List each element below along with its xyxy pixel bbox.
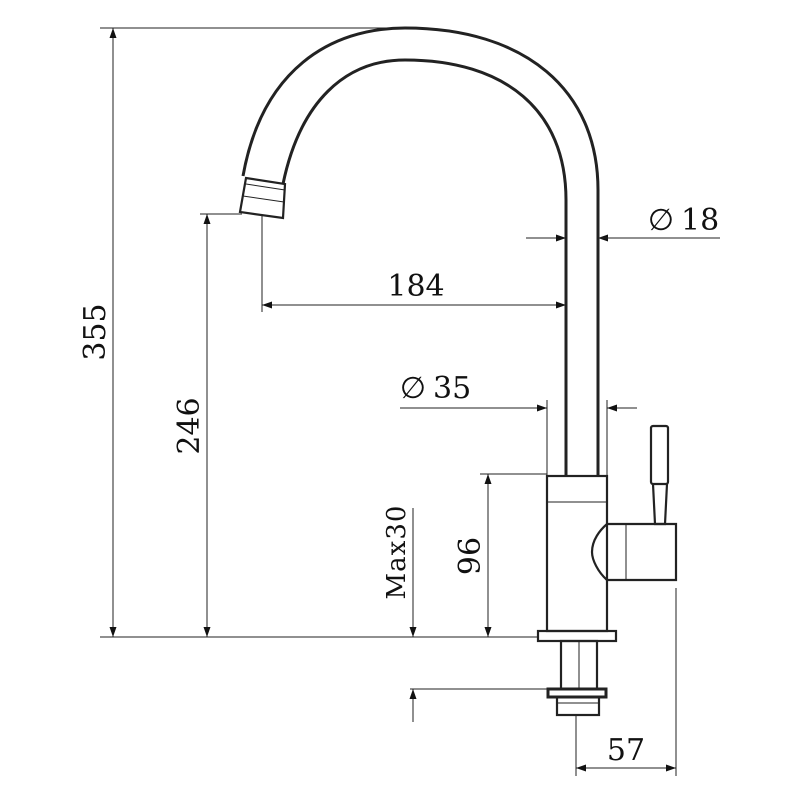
- dimension-max-thickness: Max30: [382, 505, 417, 722]
- pipe-diameter-symbol: ∅: [648, 203, 674, 238]
- dimension-pipe-diameter: ∅ 18: [526, 203, 720, 242]
- threaded-shank: [559, 639, 599, 691]
- dimension-spout-height: 246: [172, 214, 211, 637]
- dimension-spout-height-label: 246: [172, 397, 207, 454]
- body-diameter-symbol: ∅: [400, 371, 426, 406]
- faucet-outline: [238, 26, 678, 717]
- dimension-body-height: 96: [453, 474, 492, 637]
- dimension-spout-reach: 184: [262, 269, 566, 309]
- dimension-body-height-label: 96: [453, 537, 488, 575]
- dimension-spout-reach-label: 184: [387, 269, 444, 304]
- handle-housing: [590, 522, 678, 582]
- faucet-body: [545, 474, 609, 633]
- dimension-max-thickness-label: Max30: [382, 505, 412, 600]
- spout-inner-contour: [281, 58, 568, 476]
- mounting-nut: [546, 687, 608, 717]
- dimension-body-diameter: ∅ 35: [400, 371, 637, 412]
- dimension-handle-offset: 57: [576, 733, 676, 772]
- dimension-body-diameter-label: 35: [433, 371, 471, 406]
- dimension-total-height: 355: [78, 28, 117, 637]
- dimension-handle-offset-label: 57: [607, 733, 645, 768]
- lever-handle: [649, 424, 670, 526]
- base-flange: [536, 629, 618, 643]
- dimension-total-height-label: 355: [78, 303, 113, 360]
- dimension-pipe-diameter-label: 18: [681, 203, 719, 238]
- spout-outer-contour: [241, 26, 600, 476]
- extension-lines: [100, 27, 677, 776]
- aerator-nozzle: [238, 176, 287, 220]
